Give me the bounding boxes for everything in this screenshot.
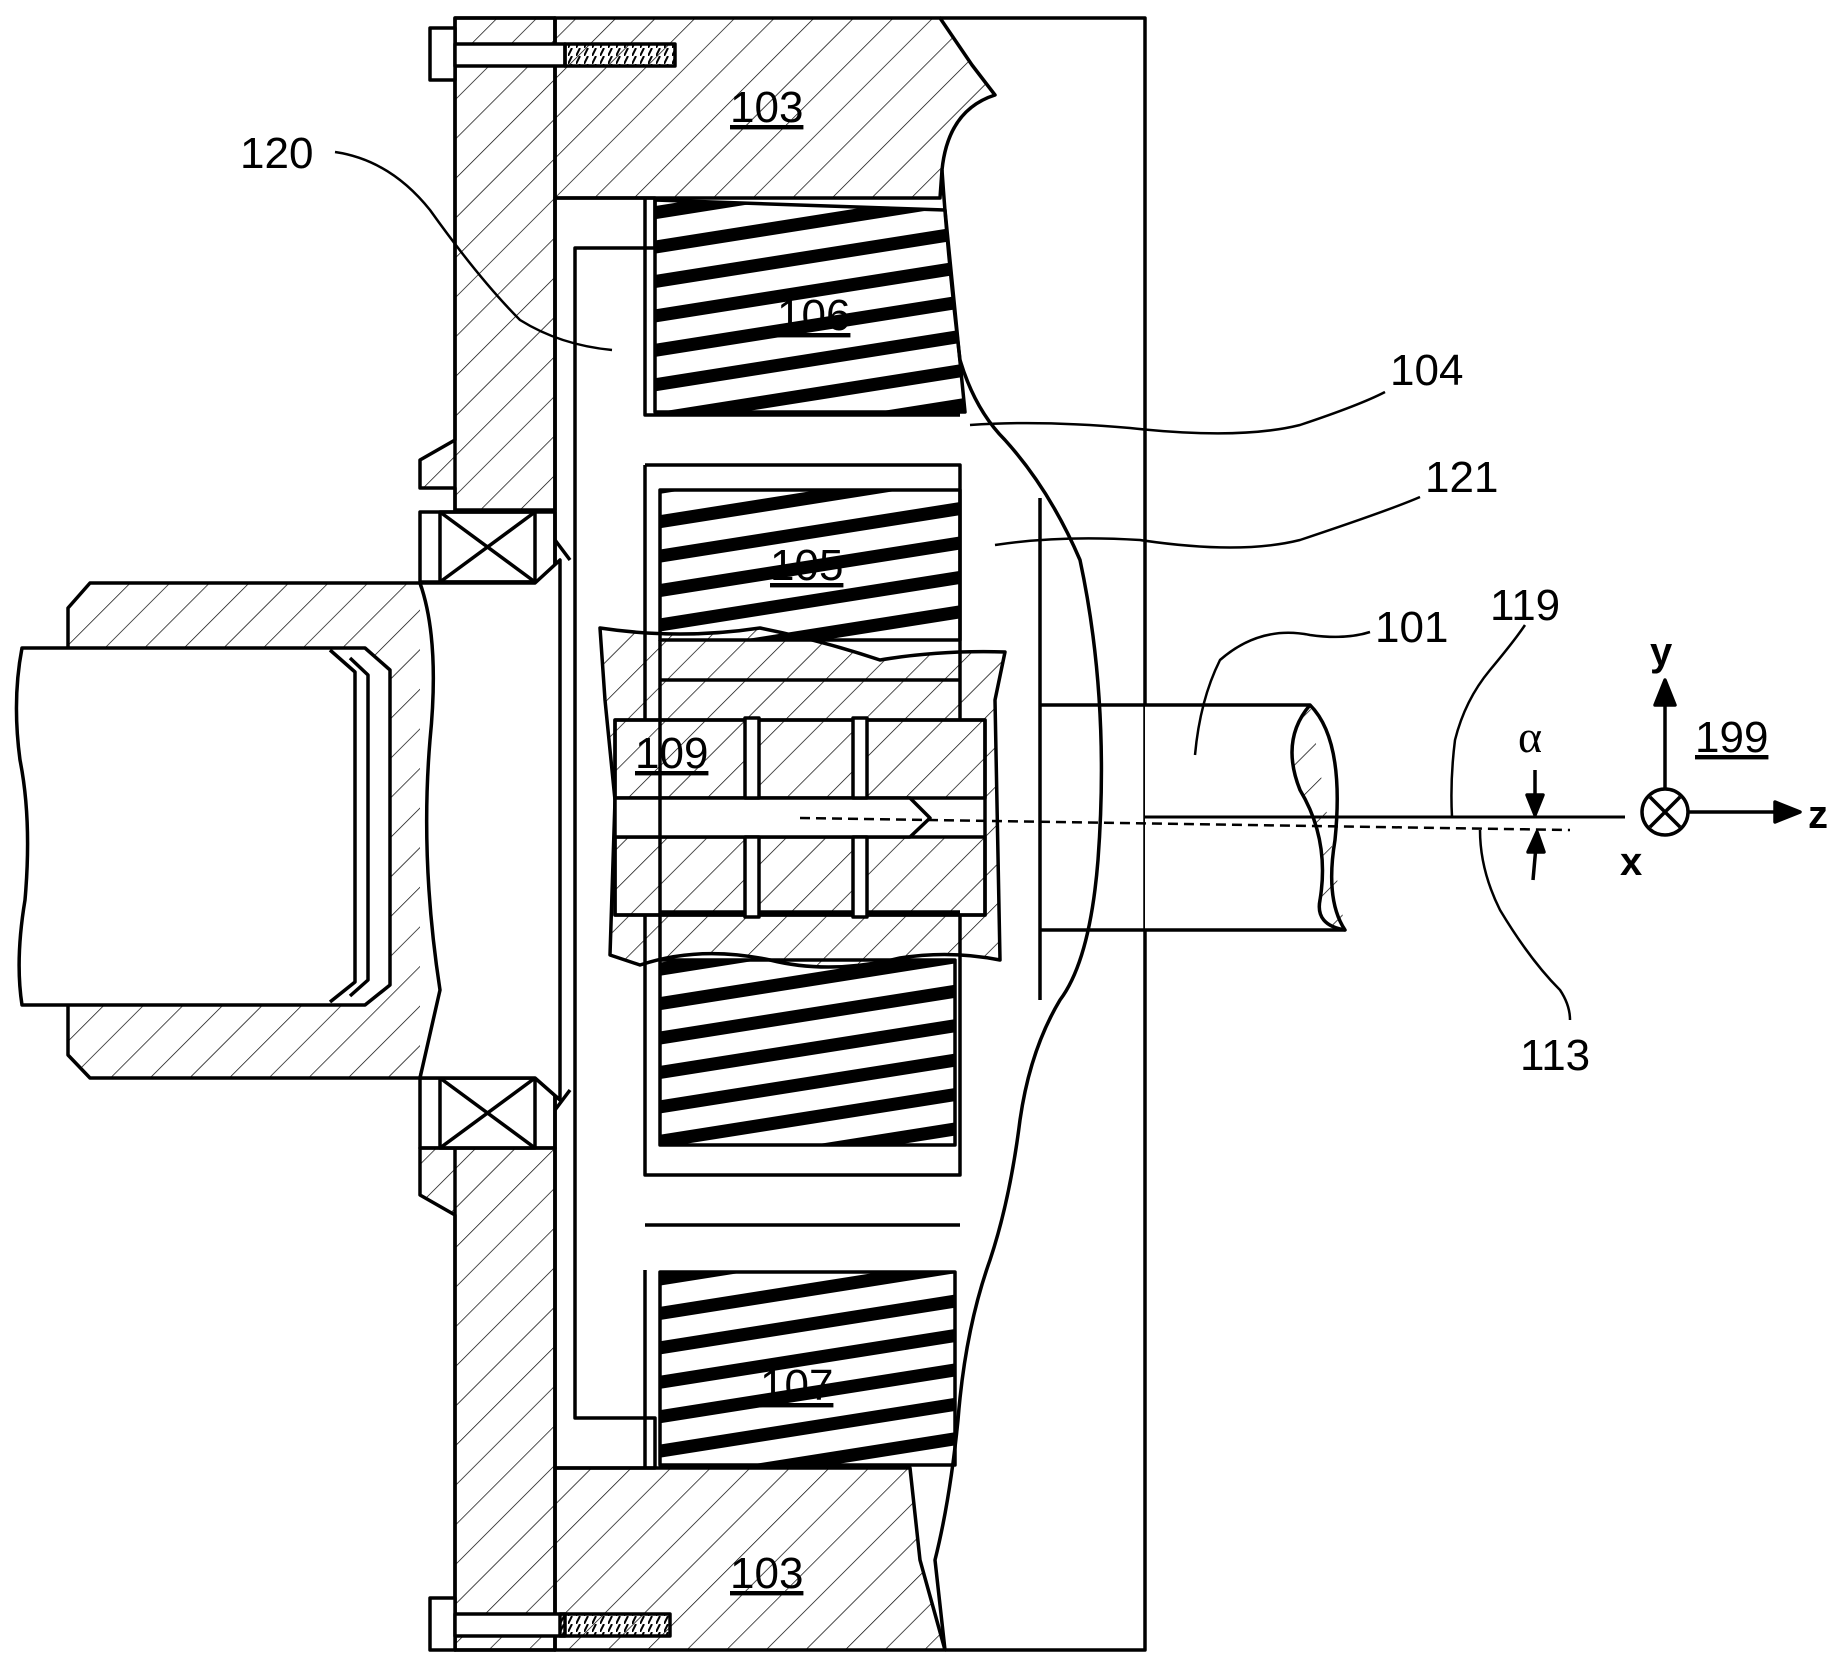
coil-107 [658,1270,957,1467]
label-alpha: α [1518,711,1542,762]
leader-104 [969,390,1386,435]
alpha-arrow-bottom-head [1526,830,1546,854]
shaft-109-hatched-upper [613,718,987,800]
bolt-thread-bottom [558,1612,672,1638]
label-axis-x: x [1620,840,1642,884]
coord-z-arrow-head [1773,800,1802,824]
coupling-flange [420,558,562,1102]
output-shaft-inner [1040,703,1145,932]
label-ref-119: 119 [1490,581,1560,630]
bolt-shank-top [453,42,567,68]
left-shaft-groove [328,648,357,1004]
label-ref-104: 104 [1390,346,1463,395]
alpha-arrow-top-head [1525,793,1545,817]
rotor-hub-line [553,538,572,562]
shaft-109-hatched-lower [613,835,987,917]
label-axis-y: y [1650,630,1673,674]
coil-mid-lower [658,958,957,1147]
rotor-hub-line-2 [553,1088,572,1112]
axis-113-dashed [799,816,1571,832]
leader-119 [1450,624,1527,818]
bolt-shank-bottom [453,1612,567,1638]
bolt-thread-top [563,42,677,68]
label-housing-bottom: 103 [730,1549,803,1598]
label-shaft-109: 109 [635,729,708,778]
break-line-left [418,582,442,1079]
leader-121 [994,495,1421,549]
left-input-shaft [14,646,392,1007]
coil-106 [653,198,967,414]
bearing-bottom [418,1076,557,1150]
shaft-bore [613,796,932,839]
left-shaft-groove-2 [348,656,370,998]
coil-105 [658,488,962,642]
end-shield-lower [418,1146,557,1652]
bolt-head-top [428,26,457,82]
bearing-top [418,510,557,584]
end-shield-upper [418,16,557,512]
coord-y-arrow-head [1653,678,1677,707]
break-line-housing [933,169,1104,1651]
label-ref-120: 120 [240,129,313,178]
pins [743,716,869,919]
leader-101 [1193,630,1371,756]
label-ref-199: 199 [1695,713,1768,762]
label-housing-top: 103 [730,83,803,132]
bolt-head-bottom [428,1596,457,1652]
label-ref-101: 101 [1375,603,1448,652]
stator-frame [643,198,962,1468]
label-coil-105: 105 [770,541,843,590]
leader-113 [1478,829,1572,1021]
label-axis-z: z [1808,793,1828,837]
label-coil-107: 107 [760,1361,833,1410]
leader-120 [334,150,613,352]
label-ref-121: 121 [1425,453,1498,502]
label-ref-113: 113 [1520,1031,1590,1080]
label-coil-106: 106 [777,291,850,340]
